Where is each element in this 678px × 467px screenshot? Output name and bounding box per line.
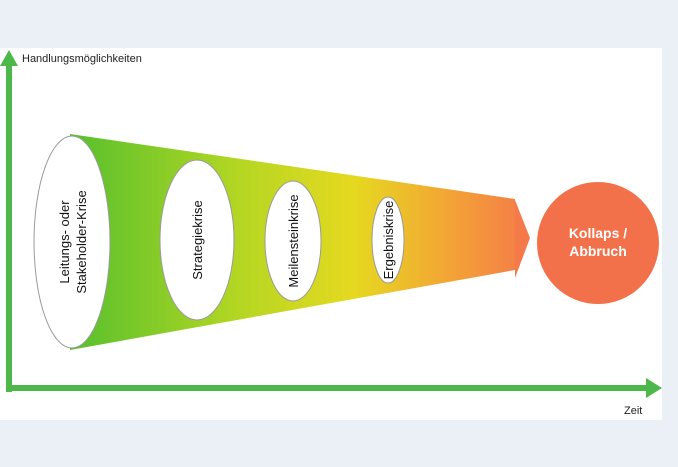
stage-label-2-text: Strategiekrise <box>190 200 205 279</box>
stage-label-4-text: Ergebniskrise <box>381 201 396 280</box>
stage-ellipse-4 <box>371 196 405 284</box>
stage-ellipse-1 <box>33 135 111 349</box>
stage-label-1: Leitungs- oder Stakeholder-Krise <box>57 190 89 293</box>
stage-ellipse-2 <box>159 159 235 321</box>
stage-ellipse-3 <box>264 180 322 302</box>
stage-label-1-line1: Leitungs- oder <box>57 200 72 284</box>
stage-label-3: Meilensteinkrise <box>286 194 301 287</box>
funnel-arrowhead <box>515 200 530 278</box>
x-axis-label: Zeit <box>624 405 642 417</box>
y-axis-label: Handlungsmöglichkeiten <box>22 53 142 65</box>
y-axis-arrowhead <box>0 50 18 66</box>
y-axis-line <box>6 62 12 392</box>
collapse-label-line1: Kollaps / <box>569 225 627 241</box>
x-axis-line <box>6 385 652 391</box>
collapse-label-line2: Abbruch <box>569 243 627 259</box>
collapse-circle <box>537 182 659 304</box>
stage-label-3-text: Meilensteinkrise <box>286 194 301 287</box>
stage-label-1-line2: Stakeholder-Krise <box>74 190 89 293</box>
stage-label-4: Ergebniskrise <box>381 201 396 280</box>
stage-label-2: Strategiekrise <box>190 200 205 279</box>
x-axis-arrowhead <box>646 378 662 398</box>
